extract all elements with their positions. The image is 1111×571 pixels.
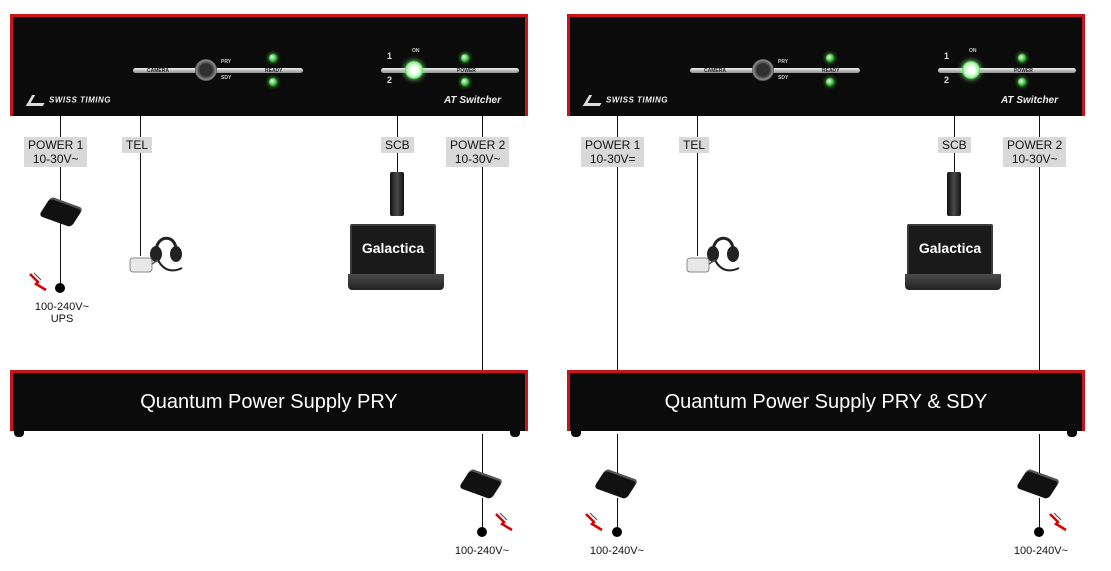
psu-foot	[571, 431, 581, 437]
power-supply-label: Quantum Power Supply PRY & SDY	[664, 390, 988, 413]
power-adapter-icon	[1015, 468, 1061, 500]
power-slot	[381, 68, 519, 73]
ready-pry-led	[826, 54, 834, 62]
laptop-base	[348, 274, 444, 290]
power-label: POWER	[1014, 68, 1033, 74]
camera-label: CAMERA	[704, 68, 726, 74]
power-adapter-icon	[593, 468, 639, 500]
power-label: POWER	[457, 68, 476, 74]
tel-connector-label: TEL	[122, 137, 153, 153]
lightning-bolt-icon	[29, 272, 47, 292]
laptop-galactica: Galactica	[346, 222, 450, 294]
power1-wire	[617, 116, 618, 372]
tel-connector-label: TEL	[679, 137, 710, 153]
power-1-led	[1018, 54, 1026, 62]
sdy-label: SDY	[778, 75, 789, 81]
power1-connector-label: POWER 1 10-30V=	[581, 137, 645, 167]
power2-connector-label: POWER 2 10-30V~	[1003, 137, 1067, 167]
power-slot	[938, 68, 1076, 73]
camera-slot	[133, 68, 303, 73]
laptop-screen: Galactica	[350, 224, 436, 276]
psu-output-wire	[482, 434, 483, 478]
power-adapter-icon	[38, 196, 84, 228]
power-supply-label: Quantum Power Supply PRY	[140, 390, 398, 413]
power-2-led	[1018, 78, 1026, 86]
scb-connector-label: SCB	[381, 137, 414, 153]
quantum-power-supply-right: Quantum Power Supply PRY & SDY	[567, 370, 1085, 431]
camera-selector-knob	[195, 59, 217, 81]
channel-2-label: 2	[944, 75, 950, 85]
power-1-led	[461, 54, 469, 62]
mains-wire	[617, 498, 618, 532]
scb-device-icon	[390, 172, 404, 216]
on-button	[405, 61, 423, 79]
on-label: ON	[969, 48, 977, 54]
psu-foot	[1067, 431, 1077, 437]
pry-label: PRY	[221, 59, 232, 65]
product-name: AT Switcher	[1000, 95, 1058, 106]
mains-plug-icon	[612, 527, 622, 537]
psu-output-wire	[1039, 434, 1040, 478]
ready-label: READY	[822, 68, 840, 74]
swiss-timing-icon	[582, 95, 607, 106]
mains-wire	[482, 498, 483, 532]
channel-1-label: 1	[944, 51, 950, 61]
laptop-screen: Galactica	[907, 224, 993, 276]
on-button	[962, 61, 980, 79]
power2-connector-label: POWER 2 10-30V~	[446, 137, 510, 167]
laptop-label: Galactica	[918, 240, 982, 256]
ready-pry-led	[269, 54, 277, 62]
psu-foot	[510, 431, 520, 437]
power2-wire	[1039, 116, 1040, 372]
psu-foot	[14, 431, 24, 437]
power1-connector-label: POWER 1 10-30V~	[24, 137, 88, 167]
camera-slot	[690, 68, 860, 73]
channel-2-label: 2	[387, 75, 393, 85]
lightning-bolt-icon	[1049, 512, 1067, 532]
headset-icon	[129, 236, 183, 273]
product-name: AT Switcher	[443, 95, 501, 106]
lightning-bolt-icon	[585, 512, 603, 532]
laptop-galactica: Galactica	[903, 222, 1007, 294]
channel-1-label: 1	[387, 51, 393, 61]
sdy-label: SDY	[221, 75, 232, 81]
mains-voltage-label: 100-240V~	[1013, 545, 1069, 557]
at-switcher-right: SWISS TIMING AT Switcher CAMERA PRY SDY …	[567, 14, 1085, 116]
tel-wire	[140, 116, 141, 256]
swiss-timing-logo: SWISS TIMING	[25, 95, 111, 106]
mains-voltage-label: 100-240V~ UPS	[34, 301, 90, 325]
on-label: ON	[412, 48, 420, 54]
tel-wire	[697, 116, 698, 256]
scb-connector-label: SCB	[938, 137, 971, 153]
mains-voltage-label: 100-240V~	[589, 545, 645, 557]
mains-wire	[1039, 498, 1040, 532]
swiss-timing-logo: SWISS TIMING	[582, 95, 668, 106]
quantum-power-supply-left: Quantum Power Supply PRY	[10, 370, 528, 431]
psu-output-wire	[617, 434, 618, 478]
power-adapter-icon	[458, 468, 504, 500]
camera-label: CAMERA	[147, 68, 169, 74]
mains-voltage-label: 100-240V~	[454, 545, 510, 557]
laptop-label: Galactica	[361, 240, 425, 256]
ready-label: READY	[265, 68, 283, 74]
laptop-base	[905, 274, 1001, 290]
swiss-timing-icon	[25, 95, 50, 106]
mains-plug-icon	[477, 527, 487, 537]
pry-label: PRY	[778, 59, 789, 65]
camera-selector-knob	[752, 59, 774, 81]
power-2-led	[461, 78, 469, 86]
lightning-bolt-icon	[495, 512, 513, 532]
power2-wire	[482, 116, 483, 372]
scb-device-icon	[947, 172, 961, 216]
ready-sdy-led	[269, 78, 277, 86]
mains-plug-icon	[1034, 527, 1044, 537]
headset-icon	[686, 236, 740, 273]
at-switcher-left: SWISS TIMING AT Switcher CAMERA PRY SDY …	[10, 14, 528, 116]
mains-plug-icon	[55, 283, 65, 293]
ready-sdy-led	[826, 78, 834, 86]
